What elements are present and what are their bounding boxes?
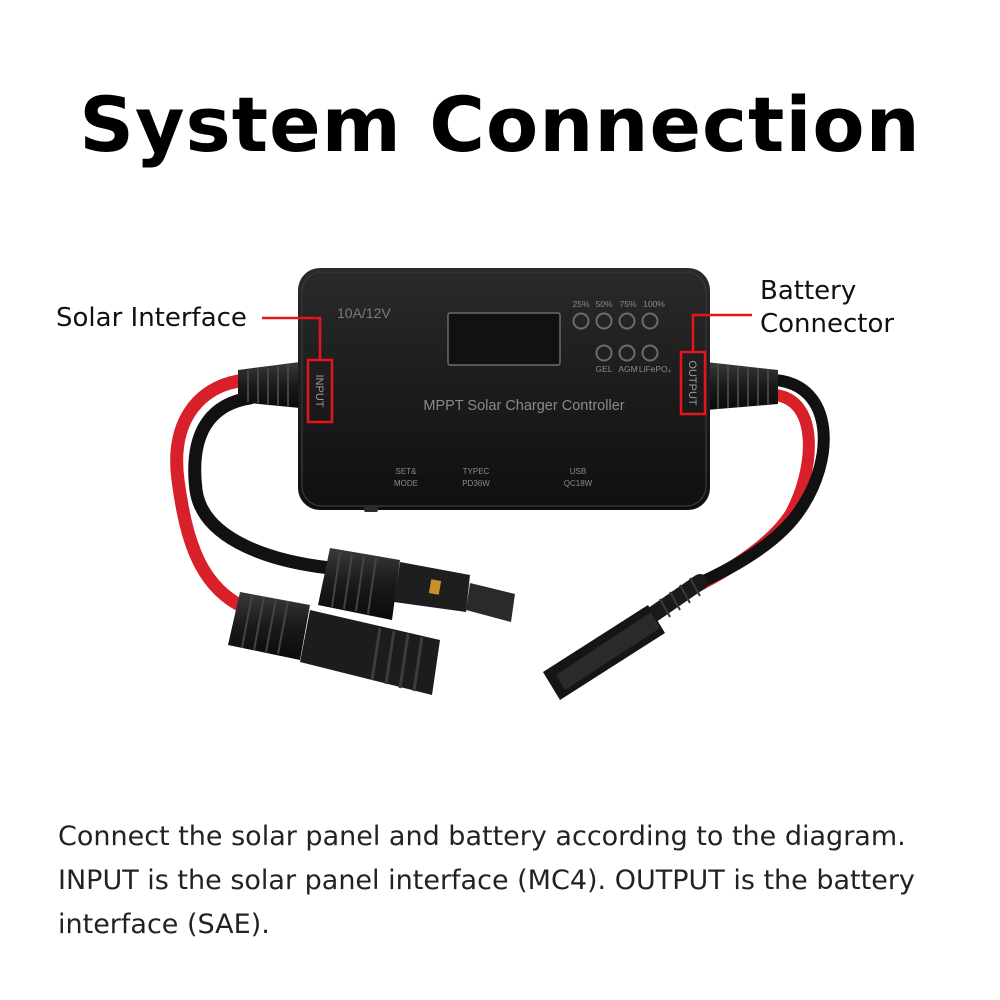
battery-connector-line1: Battery — [760, 276, 857, 306]
solar-interface-leader — [262, 316, 322, 360]
charge-label-100: 100% — [643, 299, 665, 309]
port-typec-label-1: TYPEC — [463, 467, 490, 476]
device-rating: 10A/12V — [337, 305, 391, 321]
solar-interface-callout: Solar Interface — [56, 303, 247, 333]
description-line-2: INPUT is the solar panel interface (MC4)… — [58, 865, 915, 896]
port-set-label-2: MODE — [394, 479, 418, 488]
device-name: MPPT Solar Charger Controller — [423, 398, 624, 414]
port-set-label-1: SET& — [396, 467, 418, 476]
battery-type-labels: GEL AGM LiFePO₄ — [595, 364, 671, 374]
battery-type-leds — [595, 344, 659, 362]
mc4-connector-upper — [318, 548, 515, 622]
led-50 — [595, 312, 613, 330]
battery-type-lifepo4: LiFePO₄ — [639, 364, 672, 374]
led-agm — [618, 344, 636, 362]
port-usb-label-2: QC18W — [564, 479, 593, 488]
output-label: OUTPUT — [686, 360, 698, 406]
controller-body — [298, 268, 710, 512]
charge-label-50: 50% — [595, 299, 612, 309]
battery-connector-leader — [691, 313, 752, 352]
battery-connector-line2: Connector — [760, 309, 895, 339]
battery-type-gel: GEL — [595, 364, 612, 374]
port-typec-label-2: PD36W — [462, 479, 490, 488]
led-25 — [572, 312, 590, 330]
display-window — [447, 312, 561, 366]
charge-level-labels: 25% 50% 75% 100% — [572, 299, 665, 309]
sae-connector — [543, 574, 708, 700]
battery-type-agm: AGM — [618, 364, 637, 374]
description: Connect the solar panel and battery acco… — [58, 815, 968, 947]
description-line-1: Connect the solar panel and battery acco… — [58, 821, 906, 852]
led-100 — [641, 312, 659, 330]
description-line-3: interface (SAE). — [58, 909, 270, 940]
bottom-port-slot — [364, 506, 378, 512]
input-cables — [170, 373, 337, 617]
input-red-cable — [170, 373, 257, 617]
input-label: INPUT — [313, 375, 325, 408]
led-75 — [618, 312, 636, 330]
output-strain-relief — [706, 362, 778, 410]
led-lifepo4 — [641, 344, 659, 362]
mc4-connector-lower — [228, 592, 440, 695]
charge-label-75: 75% — [619, 299, 636, 309]
port-labels: SET& MODE TYPEC PD36W USB QC18W — [394, 467, 593, 488]
battery-connector-callout: Battery Connector — [760, 275, 894, 341]
output-black-cable — [689, 374, 830, 591]
output-cables — [684, 374, 830, 596]
charge-level-leds — [572, 312, 659, 330]
page-title: System Connection — [79, 80, 921, 169]
input-black-cable — [188, 391, 337, 575]
charge-label-25: 25% — [572, 299, 589, 309]
port-usb-label-1: USB — [570, 467, 586, 476]
led-gel — [595, 344, 613, 362]
input-strain-relief — [238, 362, 300, 408]
